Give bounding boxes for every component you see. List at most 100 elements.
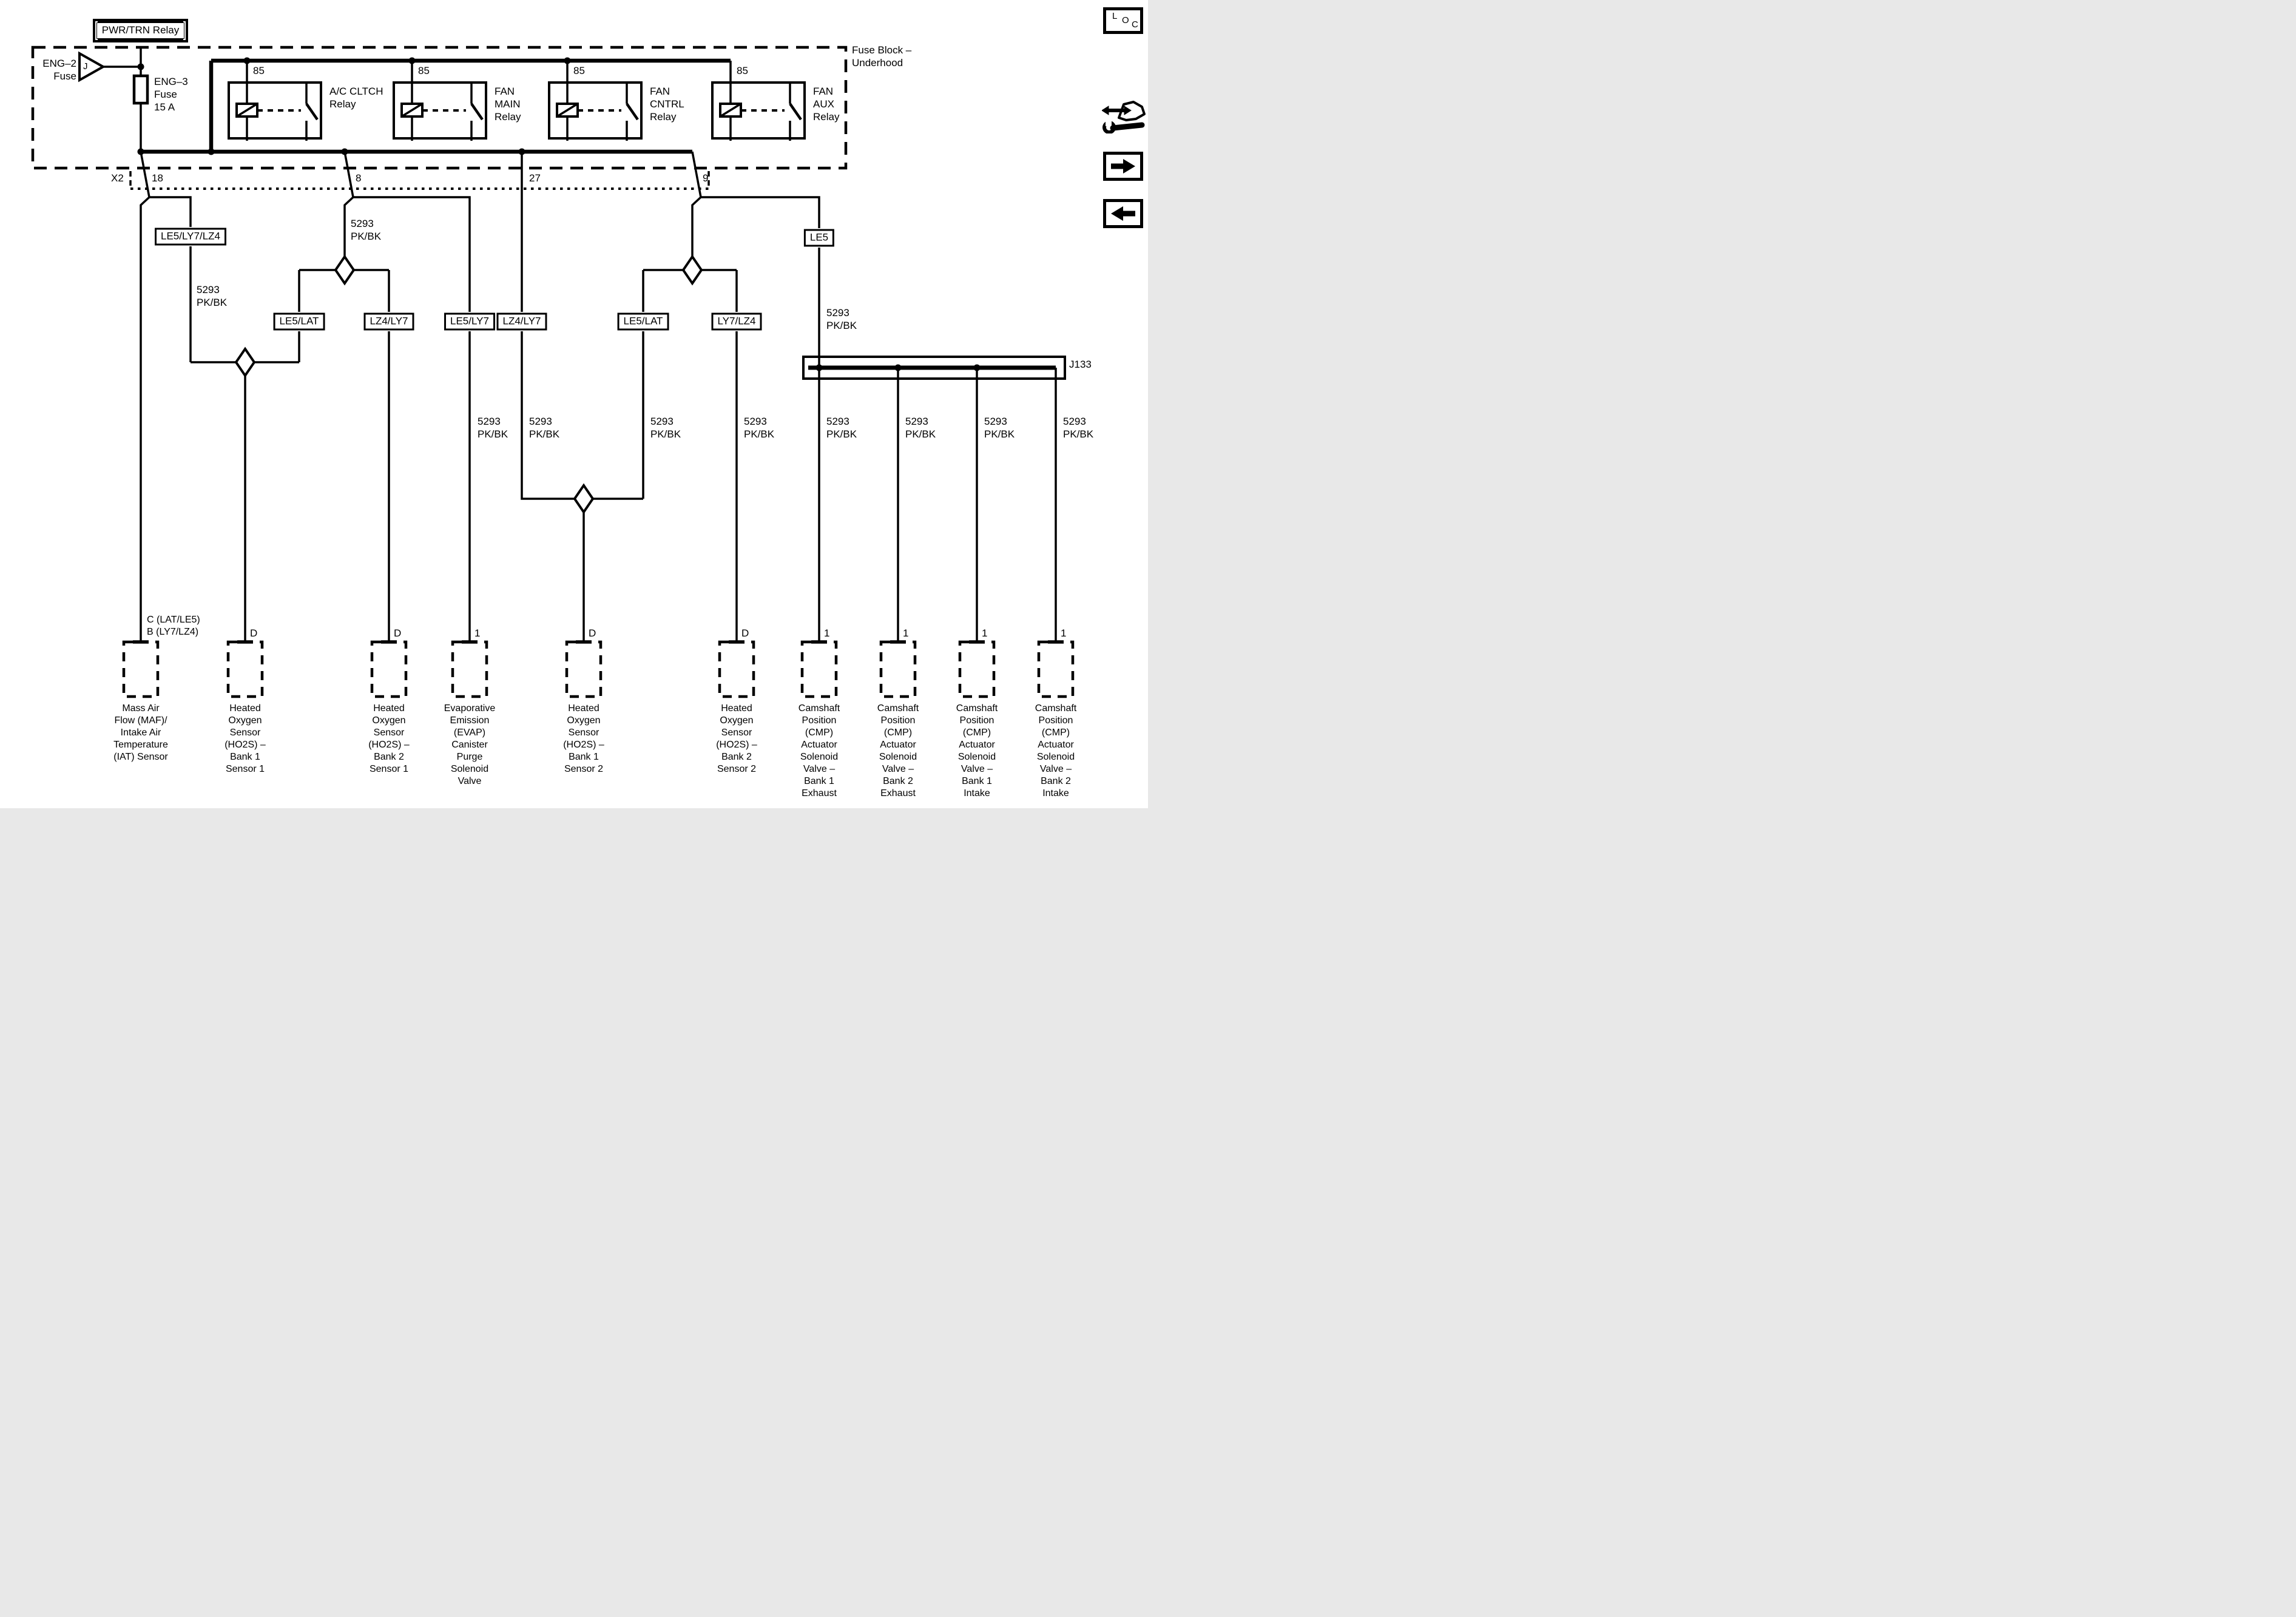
component-box-cmp4 xyxy=(1037,640,1075,698)
component-box-maf xyxy=(122,640,160,698)
relay3-pin-85: 85 xyxy=(573,65,585,76)
wire-label-5293: 5293 PK/BK xyxy=(984,416,1015,440)
splice-icon xyxy=(573,483,595,515)
wire-pin18-maf xyxy=(140,151,150,642)
junction-dots xyxy=(137,57,981,371)
component-box-ho2s-b2s1 xyxy=(370,640,408,698)
engine-tag-le5-lat-1: LE5/LAT xyxy=(273,312,325,331)
relay-switch-icon xyxy=(789,103,802,121)
pin-d-label: D xyxy=(741,627,749,639)
loc-letter-o: O xyxy=(1122,15,1129,25)
eng2-fuse-label: ENG–2 Fuse xyxy=(42,58,76,82)
splice-icon xyxy=(234,346,256,378)
wire-pin27-splice xyxy=(521,331,643,500)
pin-1-label: 1 xyxy=(982,627,988,639)
diagnostic-tool-icon[interactable] xyxy=(1102,101,1147,133)
connector-x2-row xyxy=(129,171,710,190)
pin-1-label: 1 xyxy=(824,627,830,639)
previous-page-button[interactable] xyxy=(1103,199,1143,228)
relay1-pin-85: 85 xyxy=(253,65,265,76)
splice-icon xyxy=(334,254,356,286)
wire-label-5293: 5293 PK/BK xyxy=(905,416,936,440)
wire-label-5293: 5293 PK/BK xyxy=(650,416,681,440)
left-arrow-icon xyxy=(1111,206,1135,221)
wiring-diagram-page: PWR/TRN Relay Fuse Block – Underhood ENG… xyxy=(0,0,1148,808)
loc-button[interactable]: L O C xyxy=(1103,7,1143,34)
connector-x2-label: X2 xyxy=(111,172,124,184)
relay-switch-icon xyxy=(626,103,639,121)
fuse-block-label: Fuse Block – Underhood xyxy=(852,44,912,69)
component-box-cmp1 xyxy=(800,640,838,698)
right-arrow-icon xyxy=(1111,159,1135,174)
circuit-wires xyxy=(140,151,1057,642)
junction-j133-label: J133 xyxy=(1069,359,1092,370)
car-part-outline xyxy=(1118,101,1146,121)
wire-label-5293: 5293 PK/BK xyxy=(478,416,508,440)
component-name-ho2s-b2s2: Heated Oxygen Sensor (HO2S) – Bank 2 Sen… xyxy=(716,703,757,774)
component-name-cmp-b1-exhaust: Camshaft Position (CMP) Actuator Solenoi… xyxy=(798,703,840,798)
loc-letter-l: L xyxy=(1112,11,1118,21)
relay-switch-icon xyxy=(470,103,484,121)
pin-18-label: 18 xyxy=(152,172,163,184)
component-boxes xyxy=(122,640,1075,698)
relay-fan-aux xyxy=(711,61,806,141)
component-box-ho2s-b1s1 xyxy=(226,640,264,698)
eng2-triangle-letter: J xyxy=(83,61,88,72)
wire-label-5293: 5293 PK/BK xyxy=(351,218,382,242)
engine-tag-le5-ly7: LE5/LY7 xyxy=(444,312,495,331)
relay-ac-cltch xyxy=(228,61,322,141)
relay1-name: A/C CLTCH Relay xyxy=(329,86,383,110)
relay2-name: FAN MAIN Relay xyxy=(495,86,521,123)
relay-fan-cntrl xyxy=(548,61,643,141)
wire-label-5293: 5293 PK/BK xyxy=(1063,416,1094,440)
component-name-ho2s-b1s1: Heated Oxygen Sensor (HO2S) – Bank 1 Sen… xyxy=(225,703,266,774)
pin-1-label: 1 xyxy=(1061,627,1067,639)
wire-label-5293: 5293 PK/BK xyxy=(529,416,560,440)
relay4-pin-85: 85 xyxy=(737,65,748,76)
pin-1-label: 1 xyxy=(474,627,481,639)
engine-tag-le5-lat-2: LE5/LAT xyxy=(617,312,669,331)
fuse-block-border xyxy=(31,46,848,170)
eng3-fuse-label: ENG–3 Fuse 15 A xyxy=(154,76,188,113)
next-page-button[interactable] xyxy=(1103,152,1143,181)
engine-tag-lz4-ly7-2: LZ4/LY7 xyxy=(496,312,547,331)
junction-j133 xyxy=(802,356,1066,380)
component-box-cmp3 xyxy=(958,640,996,698)
pwr-trn-relay-title: PWR/TRN Relay xyxy=(92,18,189,42)
eng3-fuse-symbol xyxy=(132,74,149,105)
relay-switch-icon xyxy=(305,103,319,121)
pin-8-label: 8 xyxy=(356,172,362,184)
pin-1-label: 1 xyxy=(903,627,909,639)
engine-tag-ly7-lz4: LY7/LZ4 xyxy=(711,312,762,331)
power-bus-lines xyxy=(141,58,731,154)
component-box-cmp2 xyxy=(879,640,917,698)
splice-icon xyxy=(681,254,703,286)
wire-label-5293: 5293 PK/BK xyxy=(826,307,857,331)
component-name-cmp-b1-intake: Camshaft Position (CMP) Actuator Solenoi… xyxy=(956,703,998,798)
wire-label-5293: 5293 PK/BK xyxy=(826,416,857,440)
component-name-evap: Evaporative Emission (EVAP) Canister Pur… xyxy=(444,703,496,786)
wire-pin8-evap-branch xyxy=(353,196,471,312)
maf-pin-labels: C (LAT/LE5) B (LY7/LZ4) xyxy=(147,615,200,637)
pin-d-label: D xyxy=(589,627,596,639)
wire-pin18-branch xyxy=(149,196,192,227)
engine-tag-le5-ly7-lz4: LE5/LY7/LZ4 xyxy=(155,228,226,246)
pin-d-label: D xyxy=(250,627,258,639)
wire-pin9-le5-branch xyxy=(701,196,820,228)
splice-symbols xyxy=(234,254,703,515)
component-name-cmp-b2-intake: Camshaft Position (CMP) Actuator Solenoi… xyxy=(1035,703,1077,798)
pin-9-label: 9 xyxy=(703,172,709,184)
relay2-pin-85: 85 xyxy=(418,65,430,76)
component-name-cmp-b2-exhaust: Camshaft Position (CMP) Actuator Solenoi… xyxy=(877,703,919,798)
wire-label-5293: 5293 PK/BK xyxy=(197,284,228,308)
component-name-ho2s-b1s2: Heated Oxygen Sensor (HO2S) – Bank 1 Sen… xyxy=(563,703,604,774)
wire-pin9-drop xyxy=(691,151,702,257)
engine-tag-lz4-ly7-1: LZ4/LY7 xyxy=(363,312,414,331)
engine-tag-le5: LE5 xyxy=(803,229,835,247)
wire-pin8-drop xyxy=(343,151,354,257)
component-name-maf: Mass Air Flow (MAF)/ Intake Air Temperat… xyxy=(113,703,168,762)
pin-d-label: D xyxy=(394,627,402,639)
eng3-fuse xyxy=(132,47,149,152)
page-title: PWR/TRN Relay xyxy=(92,18,189,42)
pin-27-label: 27 xyxy=(529,172,541,184)
